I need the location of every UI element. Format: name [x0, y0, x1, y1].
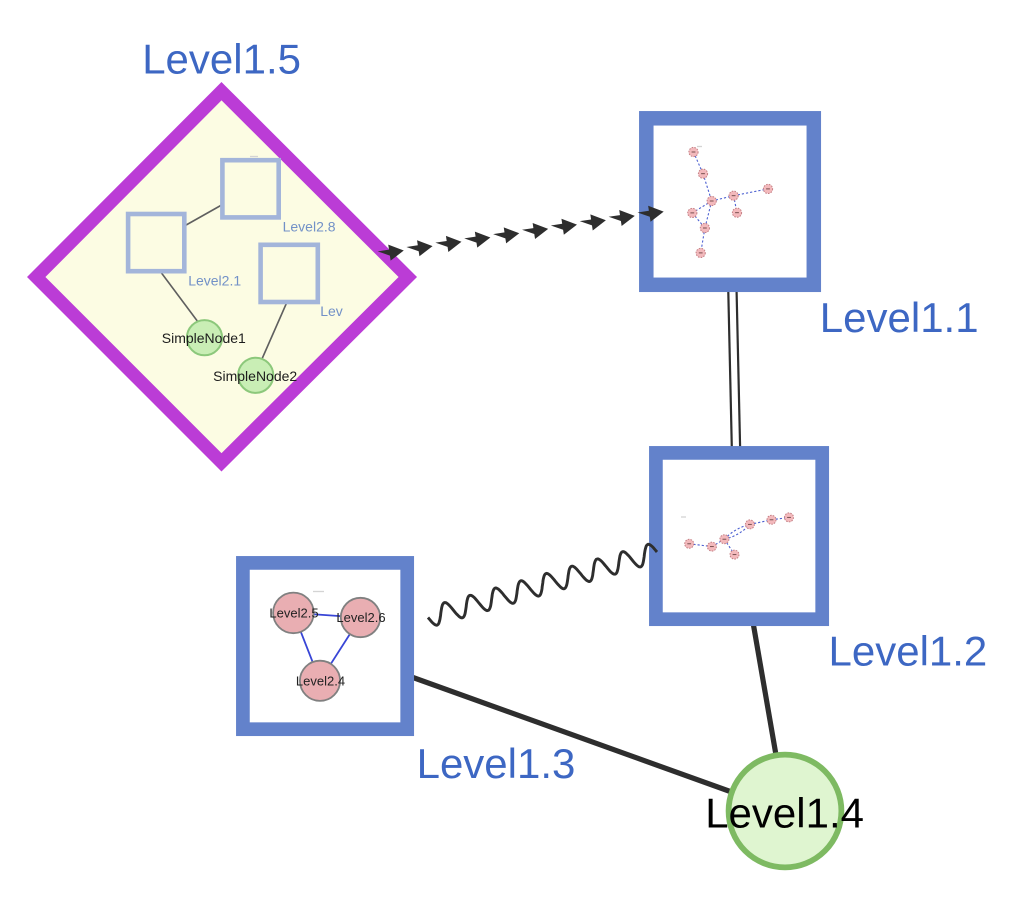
svg-text:Level2.4: Level2.4	[296, 674, 345, 689]
svg-text:Lev: Lev	[320, 303, 343, 319]
svg-text:Level2.8: Level2.8	[283, 219, 336, 235]
svg-text:Level2.1: Level2.1	[188, 273, 241, 289]
svg-text:SimpleNode2: SimpleNode2	[213, 368, 297, 384]
svg-text:SimpleNode1: SimpleNode1	[162, 330, 246, 346]
svg-text:Level1.2: Level1.2	[829, 628, 988, 675]
svg-text:Level1.3: Level1.3	[417, 740, 576, 787]
svg-text:Level2.6: Level2.6	[336, 610, 385, 625]
svg-text:Level2.5: Level2.5	[269, 606, 318, 621]
svg-text:Level1.1: Level1.1	[820, 294, 979, 341]
svg-text:Level1.5: Level1.5	[142, 35, 301, 82]
svg-text:Level1.4: Level1.4	[705, 789, 864, 836]
